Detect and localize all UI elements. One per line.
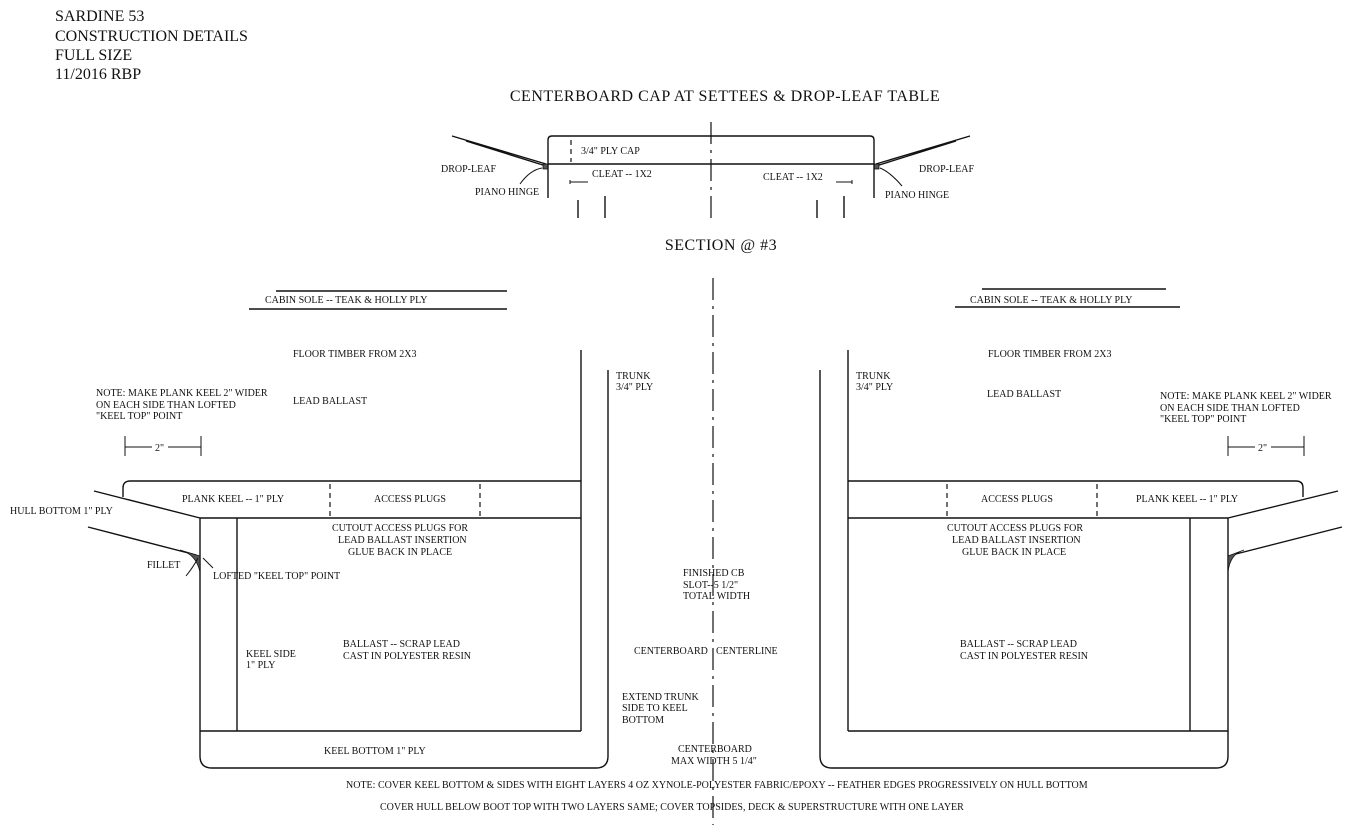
- plank-note-right-3: "KEEL TOP" POINT: [1160, 414, 1246, 425]
- general-notes: NOTE: COVER KEEL BOTTOM & SIDES WITH EIG…: [346, 780, 1088, 813]
- drop-leaf-left: [451, 135, 547, 167]
- cleat-left-arrow: [569, 180, 588, 184]
- plank-note-left-3: "KEEL TOP" POINT: [96, 411, 182, 422]
- ballast-left-2: CAST IN POLYESTER RESIN: [343, 651, 471, 662]
- lofted-point-leader: [202, 557, 214, 569]
- centerline-label: CENTERLINE: [716, 646, 778, 657]
- piano-hinge-left-label: PIANO HINGE: [475, 187, 539, 198]
- dimension-2in-right-label: 2": [1258, 443, 1267, 454]
- ballast-right-2: CAST IN POLYESTER RESIN: [960, 651, 1088, 662]
- drop-leaf-right: [875, 135, 971, 167]
- cb-slot-label-1: FINISHED CB: [683, 568, 745, 579]
- extend-trunk-1: EXTEND TRUNK: [622, 692, 700, 703]
- keel-side-label-1: KEEL SIDE: [246, 649, 296, 660]
- fillet-left: [179, 549, 201, 573]
- lofted-point-label: LOFTED "KEEL TOP" POINT: [213, 571, 340, 582]
- plank-keel-right-label: PLANK KEEL -- 1" PLY: [1136, 494, 1238, 505]
- centerboard-label: CENTERBOARD: [634, 646, 708, 657]
- keel-bottom-label: KEEL BOTTOM 1" PLY: [324, 746, 426, 757]
- lead-ballast-left-label: LEAD BALLAST: [293, 396, 367, 407]
- hull-bottom-right-inner: [1231, 526, 1343, 556]
- general-note-2: COVER HULL BELOW BOOT TOP WITH TWO LAYER…: [380, 802, 964, 813]
- cutout-right-1: CUTOUT ACCESS PLUGS FOR: [947, 523, 1083, 534]
- section-3: SECTION @ #3 CABIN SOLE -- TEAK & HOLLY …: [10, 237, 1343, 825]
- trunk-right-label-1: TRUNK: [856, 371, 891, 382]
- piano-hinge-left: [542, 163, 549, 170]
- plank-keel-right-top: [848, 480, 1304, 497]
- hinge-leader-left: [519, 167, 543, 185]
- title-block: SARDINE 53 CONSTRUCTION DETAILS FULL SIZ…: [55, 8, 248, 83]
- cb-width-label-2: MAX WIDTH 5 1/4": [671, 756, 757, 767]
- title-block-line-3: FULL SIZE: [55, 47, 132, 64]
- keel-outline-right: [819, 490, 1339, 769]
- cap-detail-title: CENTERBOARD CAP AT SETTEES & DROP-LEAF T…: [510, 88, 940, 105]
- plank-note-left-1: NOTE: MAKE PLANK KEEL 2" WIDER: [96, 388, 268, 399]
- cb-slot-label-3: TOTAL WIDTH: [683, 591, 750, 602]
- hull-bottom-label: HULL BOTTOM 1" PLY: [10, 506, 113, 517]
- lead-ballast-right-label: LEAD BALLAST: [987, 389, 1061, 400]
- floor-timber-left-label: FLOOR TIMBER FROM 2X3: [293, 349, 416, 360]
- ballast-left-1: BALLAST -- SCRAP LEAD: [343, 639, 460, 650]
- fillet-label: FILLET: [147, 560, 180, 571]
- plank-note-left-2: ON EACH SIDE THAN LOFTED: [96, 400, 236, 411]
- trunk-left-label-1: TRUNK: [616, 371, 651, 382]
- cleat-right-label: CLEAT -- 1X2: [763, 172, 823, 183]
- dimension-2in-right: [1227, 436, 1305, 456]
- drop-leaf-left-label: DROP-LEAF: [441, 164, 496, 175]
- title-block-line-4: 11/2016 RBP: [55, 66, 141, 83]
- cabin-sole-left-label: CABIN SOLE -- TEAK & HOLLY PLY: [265, 295, 427, 306]
- fillet-leader: [185, 557, 199, 577]
- floor-timber-right-label: FLOOR TIMBER FROM 2X3: [988, 349, 1111, 360]
- hull-bottom-left-inner: [87, 526, 197, 556]
- ply-cap-label: 3/4" PLY CAP: [581, 146, 640, 157]
- ply-cap: [547, 135, 875, 165]
- cutout-left-3: GLUE BACK IN PLACE: [348, 547, 452, 558]
- trunk-left-label-2: 3/4" PLY: [616, 382, 653, 393]
- cabin-sole-right-label: CABIN SOLE -- TEAK & HOLLY PLY: [970, 295, 1132, 306]
- cutout-left-1: CUTOUT ACCESS PLUGS FOR: [332, 523, 468, 534]
- cb-slot-label-2: SLOT--5 1/2": [683, 580, 738, 591]
- cutout-right-2: LEAD BALLAST INSERTION: [952, 535, 1081, 546]
- fillet-right: [1227, 549, 1245, 573]
- title-block-line-1: SARDINE 53: [55, 8, 144, 25]
- drop-leaf-right-label: DROP-LEAF: [919, 164, 974, 175]
- general-note-1: NOTE: COVER KEEL BOTTOM & SIDES WITH EIG…: [346, 780, 1088, 791]
- cap-detail: CENTERBOARD CAP AT SETTEES & DROP-LEAF T…: [441, 88, 974, 220]
- hinge-leader-right: [879, 167, 903, 187]
- keel-outline-left: [93, 490, 609, 769]
- cutout-right-3: GLUE BACK IN PLACE: [962, 547, 1066, 558]
- title-block-line-2: CONSTRUCTION DETAILS: [55, 28, 248, 45]
- keel-side-label-2: 1" PLY: [246, 660, 275, 671]
- access-plugs-left-label: ACCESS PLUGS: [374, 494, 446, 505]
- plank-note-right-1: NOTE: MAKE PLANK KEEL 2" WIDER: [1160, 391, 1332, 402]
- cb-width-label-1: CENTERBOARD: [678, 744, 752, 755]
- trunk-right-label-2: 3/4" PLY: [856, 382, 893, 393]
- extend-trunk-2: SIDE TO KEEL: [622, 703, 688, 714]
- piano-hinge-right: [873, 163, 880, 170]
- dimension-2in-left-label: 2": [155, 443, 164, 454]
- cleat-right-arrow: [836, 180, 853, 184]
- plank-note-right-2: ON EACH SIDE THAN LOFTED: [1160, 403, 1300, 414]
- piano-hinge-right-label: PIANO HINGE: [885, 190, 949, 201]
- section-title: SECTION @ #3: [665, 237, 777, 254]
- ballast-right-1: BALLAST -- SCRAP LEAD: [960, 639, 1077, 650]
- plank-keel-left-top: [122, 480, 581, 497]
- plank-keel-left-label: PLANK KEEL -- 1" PLY: [182, 494, 284, 505]
- dimension-2in-left: [124, 436, 202, 456]
- access-plugs-right-label: ACCESS PLUGS: [981, 494, 1053, 505]
- cleat-left-label: CLEAT -- 1X2: [592, 169, 652, 180]
- extend-trunk-3: BOTTOM: [622, 715, 664, 726]
- cutout-left-2: LEAD BALLAST INSERTION: [338, 535, 467, 546]
